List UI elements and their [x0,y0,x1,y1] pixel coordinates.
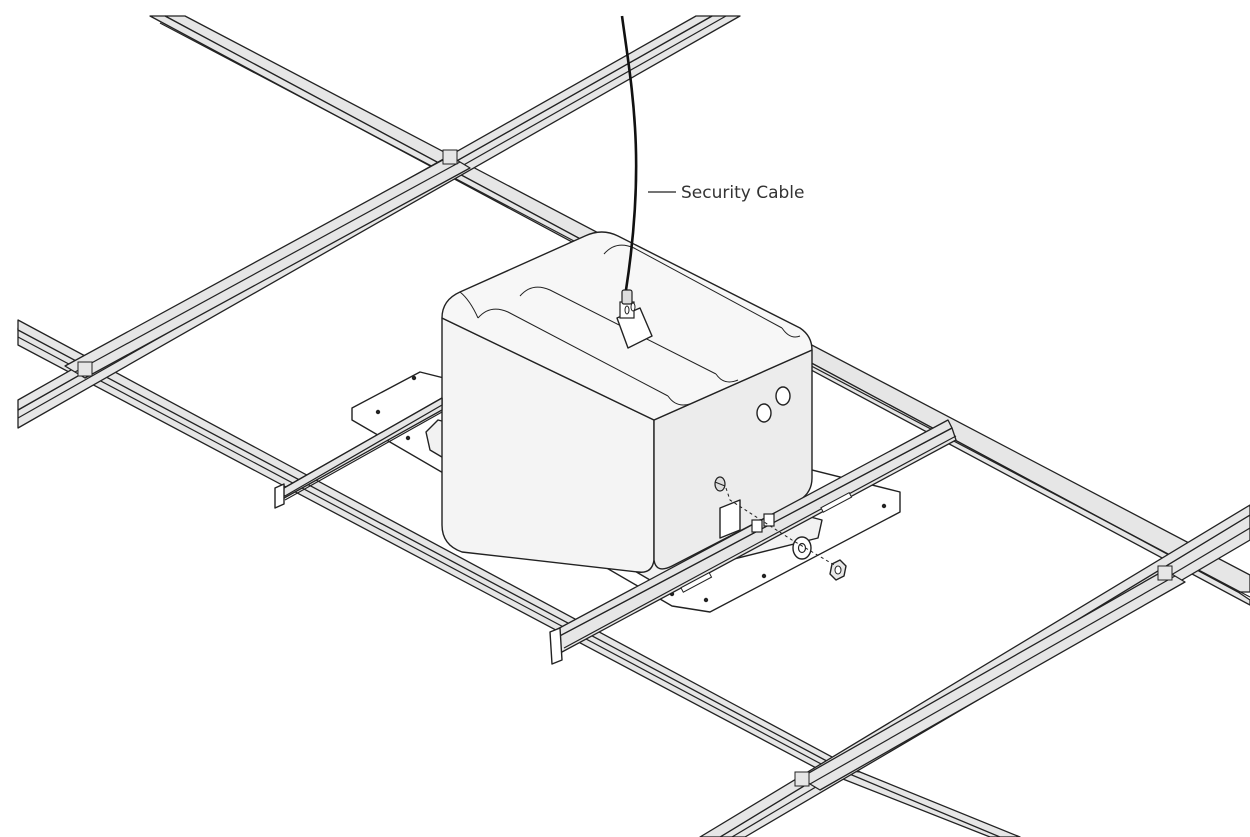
plate-hole [761,573,767,579]
plate-hole [703,597,709,603]
cross-support-rail-left [274,397,443,509]
hex-nut [829,559,847,581]
assembly-guide-line [725,487,837,567]
knockout-hole [775,386,791,406]
cable-mount-bracket [616,289,653,349]
rail-clamp-bracket [719,499,775,539]
plate-hole [881,503,887,509]
washer [792,536,812,560]
ceiling-grid [17,15,1250,837]
callout-security-cable: Security Cable [648,183,804,203]
security-cable-label: Security Cable [681,183,804,203]
plate-hole [411,375,417,381]
speaker-enclosure [441,231,813,573]
plate-hole [405,435,411,441]
grid-cross-segment-right [799,569,1186,791]
enclosure-screw [714,476,726,492]
plate-hole [375,409,381,415]
grid-cross-segment-left [64,155,471,379]
security-cable [620,15,638,291]
knockout-hole [756,403,772,423]
